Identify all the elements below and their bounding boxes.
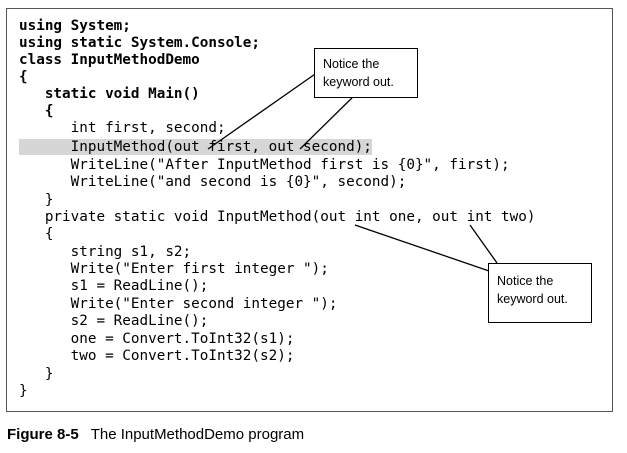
code-line: private static void InputMethod(out int … (19, 209, 536, 225)
code-line: } (19, 192, 54, 208)
code-line: { (19, 69, 28, 85)
code-line: } (19, 366, 54, 382)
code-line: static void Main() (19, 86, 200, 102)
callout-bottom: Notice the keyword out. (488, 263, 592, 323)
code-line: using static System.Console; (19, 35, 261, 51)
code-listing: using System; using static System.Consol… (6, 8, 613, 412)
code-line: Write("Enter first integer "); (19, 261, 329, 277)
code-line: s1 = ReadLine(); (19, 278, 209, 294)
figure-title: The InputMethodDemo program (90, 426, 305, 443)
code-line: using System; (19, 18, 131, 34)
leader-line-bottom-1 (354, 224, 493, 273)
callout-top: Notice the keyword out. (314, 48, 418, 98)
code-line: WriteLine("After InputMethod first is {0… (19, 157, 510, 173)
code-line: } (19, 383, 28, 399)
leader-line-top-1 (207, 71, 319, 150)
leader-line-top-2 (299, 89, 361, 150)
code-line: { (19, 103, 54, 119)
figure-caption: Figure 8-5 The InputMethodDemo program (7, 425, 304, 445)
code-line: two = Convert.ToInt32(s2); (19, 348, 295, 364)
code-line: string s1, s2; (19, 244, 192, 260)
figure-number: Figure 8-5 (7, 426, 79, 443)
code-line: class InputMethodDemo (19, 52, 200, 68)
code-line: WriteLine("and second is {0}", second); (19, 174, 407, 190)
leader-line-bottom-2 (469, 224, 498, 264)
code-line: int first, second; (19, 120, 226, 136)
code-line: { (19, 226, 54, 242)
code-line: one = Convert.ToInt32(s1); (19, 331, 295, 347)
code-line-highlighted: InputMethod(out first, out second); (19, 139, 372, 156)
code-line: Write("Enter second integer "); (19, 296, 338, 312)
code-line: s2 = ReadLine(); (19, 313, 209, 329)
highlighted-call: InputMethod(out first, out second); (19, 139, 372, 155)
